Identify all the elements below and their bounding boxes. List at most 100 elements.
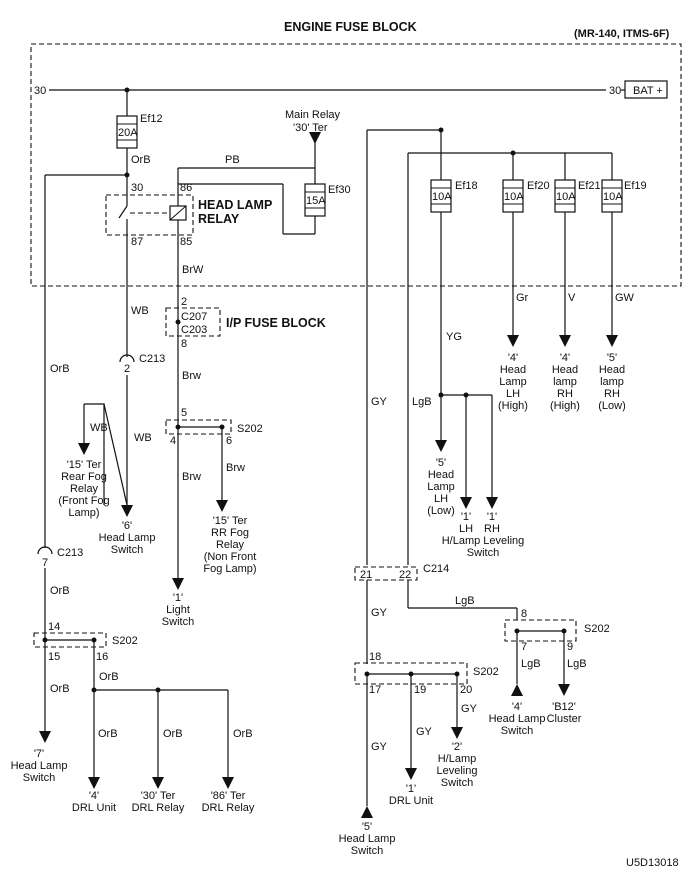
hl-sw5-l2: Head Lamp [339, 833, 396, 845]
fuse-ef18-name: Ef18 [455, 180, 478, 192]
drl-relay86-arrow [222, 777, 234, 789]
fuse-ef21-name: Ef21 [578, 180, 601, 192]
rr-fog-l4: (Non Front [204, 551, 257, 563]
wire-brw-label-3: Brw [226, 462, 245, 474]
c213-pin2: 2 [124, 363, 130, 375]
wire-pb-label: PB [225, 154, 240, 166]
hl-lev2-l2: H/Lamp [438, 753, 477, 765]
rear-fog-l3: Relay [70, 483, 99, 495]
rh-low-l5: (Low) [598, 400, 626, 412]
wire-v-label: V [568, 292, 576, 304]
wire-gy-label-top: GY [371, 396, 388, 408]
hl-sw6-l3: Switch [111, 544, 143, 556]
lh-low-l1: '5' [436, 457, 446, 469]
wire-wb-label-top: WB [131, 305, 149, 317]
c214-pin-22: 22 [399, 569, 411, 581]
wire-orb-label-b4: OrB [163, 728, 183, 740]
fuse-ef20-amp: 10A [504, 191, 524, 203]
lh-low-l5: (Low) [427, 505, 455, 517]
rh-high-arrow [559, 335, 571, 347]
wire-gw-label: GW [615, 292, 635, 304]
relay-title-line1: HEAD LAMP [198, 198, 272, 212]
head-lamp-relay [105, 194, 194, 236]
ip-fuse-block [165, 307, 221, 337]
rear-fog-l1: '15' Ter [67, 459, 102, 471]
light-sw-arrow [172, 578, 184, 590]
drl-unit1-l1: '1' [406, 783, 416, 795]
rr-fog-l1: '15' Ter [213, 515, 248, 527]
light-sw-l1: '1' [173, 592, 183, 604]
wire-orb-label: OrB [131, 154, 151, 166]
wire-gr-label: Gr [516, 292, 529, 304]
c213-label-bottom: C213 [57, 547, 83, 559]
wire-gy-label-c3: GY [461, 703, 478, 715]
hl-lev2-arrow [451, 727, 463, 739]
cluster-l2: Cluster [547, 713, 582, 725]
drl-relay30-l2: DRL Relay [132, 802, 185, 814]
s202-d-out2: 9 [567, 641, 573, 653]
hl-lev2-l3: Leveling [437, 765, 478, 777]
rh-high-l1: '4' [560, 352, 570, 364]
wire-lgb-label-d2: LgB [567, 658, 587, 670]
fuse-ef12-amp: 20A [118, 127, 138, 139]
drl-unit4-arrow [88, 777, 100, 789]
wire-orb-label-b1: OrB [50, 683, 70, 695]
hl-sw5-l1: '5' [362, 821, 372, 833]
wire-brw-label-2: Brw [182, 471, 201, 483]
c203-pin: 8 [181, 338, 187, 350]
wire-orb-label-b3: OrB [98, 728, 118, 740]
cluster-arrow [558, 684, 570, 696]
bat-label: BAT + [633, 85, 663, 97]
lh-high-arrow [507, 335, 519, 347]
relay-pin-85: 85 [180, 236, 192, 248]
s202-d-out1: 7 [521, 641, 527, 653]
fuse-ef19-amp: 10A [603, 191, 623, 203]
light-sw-l3: Switch [162, 616, 194, 628]
drl-relay30-l1: '30' Ter [141, 790, 176, 802]
lh-low-l4: LH [434, 493, 448, 505]
hl-sw4-arrow [511, 684, 523, 696]
rh-low-l4: RH [604, 388, 620, 400]
connector-c213-pin7 [37, 546, 53, 555]
drl-unit1-l2: DRL Unit [389, 795, 433, 807]
wire-lgb-label-mid: LgB [455, 595, 475, 607]
rear-fog-l2: Rear Fog [61, 471, 107, 483]
c213-pin7: 7 [42, 557, 48, 569]
bat-terminal [624, 80, 668, 99]
rh-high-l2: Head [552, 364, 578, 376]
hl-sw4-l2: Head Lamp [489, 713, 546, 725]
lh-low-l3: Lamp [427, 481, 455, 493]
wire-wb-label-fog: WB [90, 422, 108, 434]
s202-c-out3: 20 [460, 684, 472, 696]
relay-pin-86: 86 [180, 182, 192, 194]
fuse-ef12-name: Ef12 [140, 113, 163, 125]
wire-orb-label-left: OrB [50, 363, 70, 375]
lev-lh-pin: '1' [461, 511, 471, 523]
wire-orb-label-b5: OrB [233, 728, 253, 740]
connector-c214 [354, 566, 418, 581]
s202-b-out1: 15 [48, 651, 60, 663]
drl-unit4-l1: '4' [89, 790, 99, 802]
s202-d-in: 8 [521, 608, 527, 620]
c214-pin-21: 21 [360, 569, 372, 581]
main-relay-line1: Main Relay [285, 109, 341, 121]
c207-pin: 2 [181, 296, 187, 308]
s202-b-label: S202 [112, 635, 138, 647]
splice-s202-a [165, 419, 232, 435]
rh-high-l5: (High) [550, 400, 580, 412]
hl-lev2-l4: Switch [441, 777, 473, 789]
hl-sw7-l2: Head Lamp [11, 760, 68, 772]
fuse-ef30-name: Ef30 [328, 184, 351, 196]
s202-d-label: S202 [584, 623, 610, 635]
fuse-ef21-amp: 10A [556, 191, 576, 203]
lh-high-l4: LH [506, 388, 520, 400]
hl-sw4-l3: Switch [501, 725, 533, 737]
relay-pin-30: 30 [131, 182, 143, 194]
c214-label: C214 [423, 563, 449, 575]
c207-label: C207 [181, 311, 207, 323]
s202-c-out2: 19 [414, 684, 426, 696]
main-relay-line2: '30' Ter [293, 122, 328, 134]
relay-switch-contact [118, 205, 128, 219]
ip-fuse-title: I/P FUSE BLOCK [226, 316, 326, 330]
